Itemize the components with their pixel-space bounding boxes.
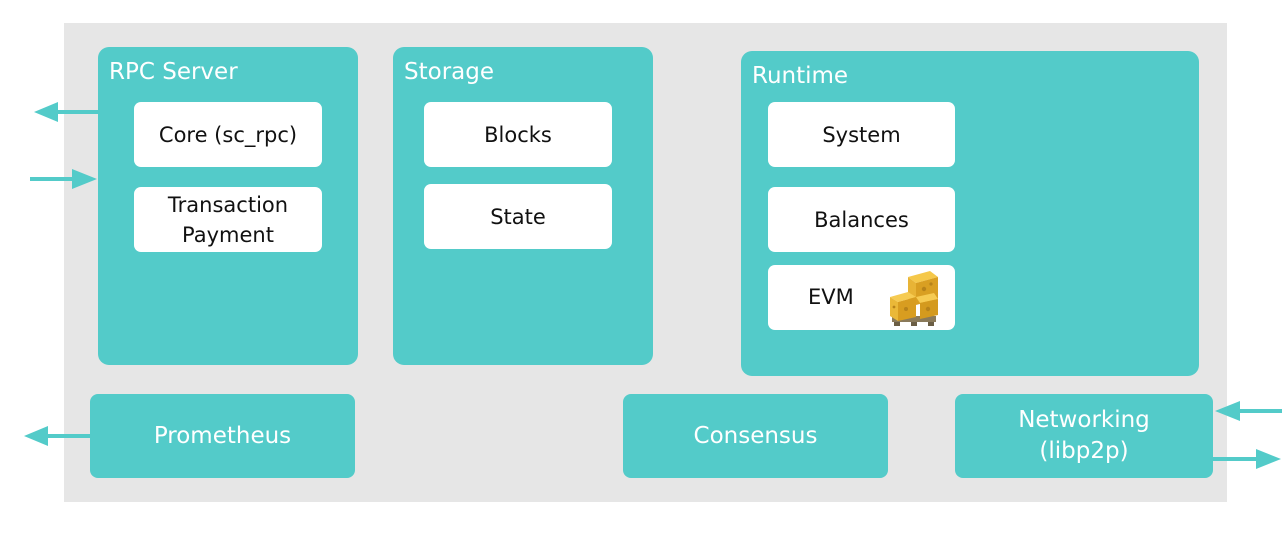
transaction-payment-label: Transaction Payment: [167, 192, 289, 247]
evm-label: EVM: [808, 285, 854, 309]
blocks-card: Blocks: [424, 102, 612, 167]
rpc-incoming-arrow: [30, 169, 97, 189]
system-label: System: [822, 122, 901, 147]
networking-incoming-arrow: [1215, 401, 1282, 421]
prometheus-outgoing-arrow: [24, 426, 90, 446]
system-card: System: [768, 102, 955, 167]
networking-outgoing-arrow: [1213, 449, 1281, 469]
runtime-title: Runtime: [752, 63, 849, 89]
networking-label: Networking (libp2p): [1018, 407, 1150, 464]
balances-card: Balances: [768, 187, 955, 252]
prometheus-box: Prometheus: [90, 394, 355, 478]
core-sc-rpc-card: Core (sc_rpc): [134, 102, 322, 167]
rpc-outgoing-arrow: [34, 102, 98, 122]
state-label: State: [490, 204, 546, 229]
core-sc-rpc-label: Core (sc_rpc): [158, 122, 298, 147]
evm-card: EVM: [768, 265, 955, 330]
cheese-crate-icon: [890, 271, 938, 326]
balances-label: Balances: [814, 207, 909, 232]
blocks-label: Blocks: [484, 122, 552, 147]
storage-title: Storage: [404, 59, 494, 85]
networking-box: Networking (libp2p): [955, 394, 1213, 478]
prometheus-label: Prometheus: [153, 422, 292, 449]
state-card: State: [424, 184, 612, 249]
consensus-box: Consensus: [623, 394, 888, 478]
consensus-label: Consensus: [693, 422, 818, 449]
rpc-server-title: RPC Server: [109, 59, 238, 85]
transaction-payment-card: Transaction Payment: [134, 187, 322, 252]
